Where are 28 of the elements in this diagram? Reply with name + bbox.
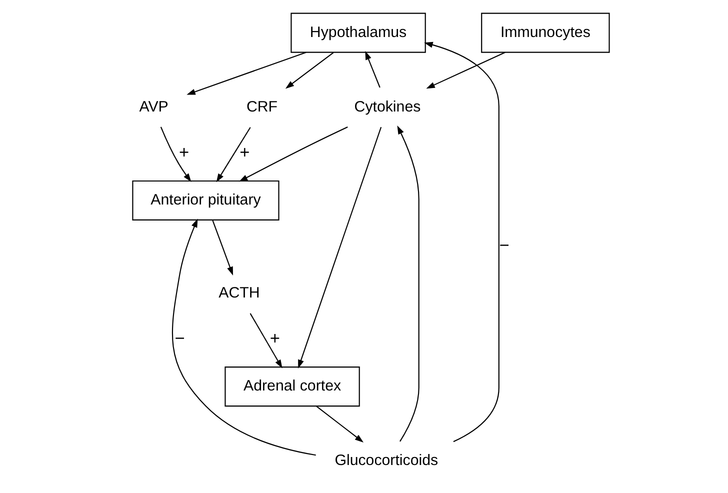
edge-label: + <box>239 142 250 162</box>
arrow <box>316 405 364 442</box>
arrow <box>212 220 233 275</box>
node-box: Hypothalamus <box>290 12 426 52</box>
arrow <box>160 126 191 182</box>
arrow <box>171 218 316 456</box>
arrow <box>186 51 306 94</box>
edge-label: − <box>174 328 184 348</box>
node-text: CRF <box>246 98 278 115</box>
arrow <box>249 312 282 368</box>
node-text: ACTH <box>218 284 260 302</box>
edge-label: − <box>498 234 509 255</box>
arrow <box>424 41 499 442</box>
arrow <box>298 126 382 368</box>
arrow <box>426 51 505 88</box>
node-text: Cytokines <box>354 98 420 115</box>
arrow <box>364 50 380 88</box>
arrow <box>284 52 334 88</box>
node-box: Immunocytes <box>480 12 610 52</box>
node-box: Adrenal cortex <box>224 366 360 406</box>
arrow <box>216 126 250 182</box>
node-text: AVP <box>138 98 168 115</box>
edge-label: + <box>269 328 280 348</box>
arrow <box>396 125 419 442</box>
edge-label: + <box>178 142 189 162</box>
arrow <box>238 126 348 182</box>
node-text: Glucocorticoids <box>334 452 438 469</box>
node-box: Anterior pituitary <box>132 180 279 220</box>
